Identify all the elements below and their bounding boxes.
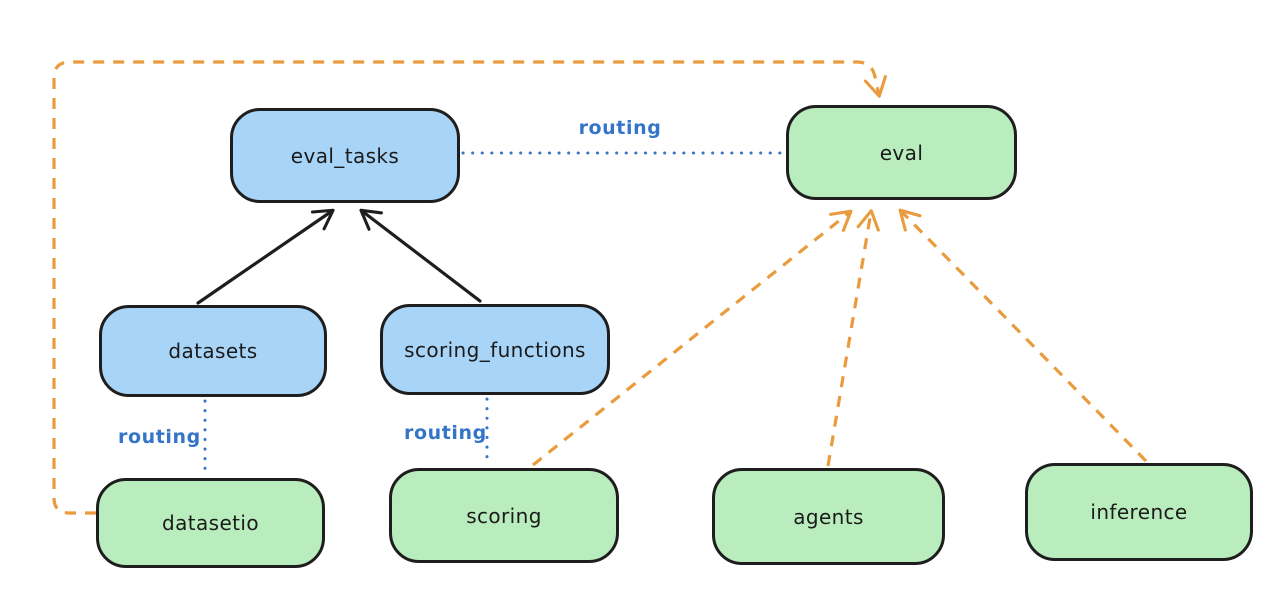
node-eval: eval [786, 105, 1017, 200]
node-scoring-functions-label: scoring_functions [404, 337, 586, 362]
node-agents-label: agents [793, 504, 864, 529]
edge-inference-eval [898, 208, 1148, 463]
node-eval-tasks-label: eval_tasks [290, 143, 400, 168]
edge-label-routing-datasets: routing [118, 426, 201, 448]
node-inference: inference [1025, 463, 1253, 561]
edge-scoring-functions-eval-tasks [359, 208, 482, 303]
node-eval-tasks: eval_tasks [230, 108, 460, 203]
node-datasetio: datasetio [96, 478, 325, 568]
edge-agents-eval [826, 209, 880, 467]
node-scoring-functions: scoring_functions [380, 304, 610, 395]
node-datasetio-label: datasetio [161, 511, 259, 535]
node-scoring: scoring [389, 468, 619, 563]
node-datasets: datasets [99, 305, 327, 397]
node-datasets-label: datasets [168, 339, 258, 363]
node-eval-label: eval [879, 140, 924, 165]
edge-label-routing-top: routing [578, 117, 662, 139]
edge-scoring-eval [532, 209, 853, 467]
edge-datasets-eval-tasks [196, 208, 335, 305]
edge-datasetio-eval [52, 60, 887, 515]
node-inference-label: inference [1090, 500, 1188, 524]
edge-label-routing-scoring: routing [404, 422, 487, 444]
node-scoring-label: scoring [466, 503, 542, 528]
node-agents: agents [712, 468, 945, 565]
